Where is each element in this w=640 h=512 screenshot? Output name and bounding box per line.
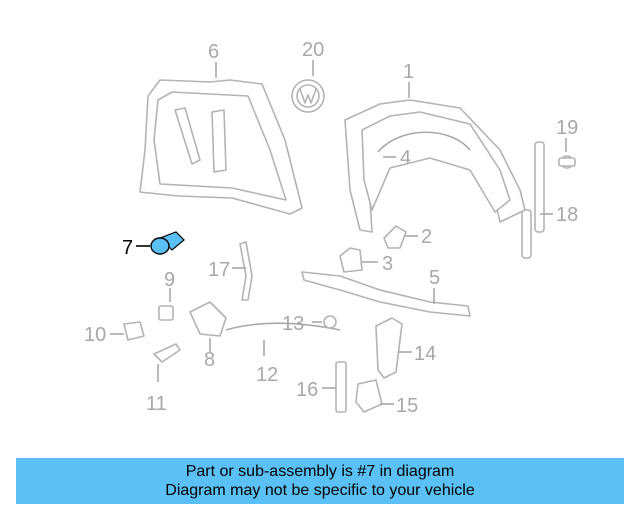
part-7-clip[interactable] <box>136 231 185 255</box>
callout-11: 11 <box>146 393 167 415</box>
callout-19: 19 <box>556 117 578 139</box>
info-banner: Part or sub-assembly is #7 in diagram Di… <box>16 458 624 504</box>
part-15-latch-assembly[interactable] <box>355 379 394 413</box>
part-20-emblem[interactable] <box>291 60 325 113</box>
callout-1: 1 <box>403 61 414 83</box>
part-17-prop-rod[interactable] <box>232 241 253 301</box>
callout-7: 7 <box>122 237 133 259</box>
part-16-trim[interactable] <box>322 361 347 413</box>
callout-5: 5 <box>429 267 440 289</box>
banner-line-1: Part or sub-assembly is #7 in diagram <box>185 463 455 480</box>
part-10-bracket[interactable] <box>110 321 145 341</box>
callout-12: 12 <box>256 364 278 386</box>
callout-8: 8 <box>204 349 215 371</box>
banner-line-2: Diagram may not be specific to your vehi… <box>165 482 475 499</box>
part-4-seal[interactable] <box>377 131 471 158</box>
callout-15: 15 <box>396 395 418 417</box>
part-2-bracket[interactable] <box>383 225 418 249</box>
callout-20: 20 <box>302 39 324 61</box>
part-14-handle[interactable] <box>375 317 412 379</box>
callout-3: 3 <box>382 253 393 275</box>
part-11-striker[interactable] <box>153 343 181 382</box>
part-8-latch[interactable] <box>189 301 227 352</box>
callout-13: 13 <box>282 313 304 335</box>
part-3-bumper[interactable] <box>339 247 378 273</box>
part-6-hood-insulator[interactable] <box>139 62 303 215</box>
callout-2: 2 <box>421 226 432 248</box>
part-18-lift-support[interactable] <box>521 141 553 259</box>
callout-6: 6 <box>208 41 219 63</box>
part-1-hood[interactable] <box>344 82 526 233</box>
part-9-stop[interactable] <box>158 288 174 321</box>
callout-16: 16 <box>296 379 318 401</box>
part-19-ball-stud[interactable] <box>558 138 576 169</box>
callout-17: 17 <box>208 259 230 281</box>
callout-14: 14 <box>414 343 436 365</box>
callout-4: 4 <box>400 147 411 169</box>
callout-18: 18 <box>556 204 578 226</box>
part-5-seal-strip[interactable] <box>301 271 471 317</box>
part-13-clip[interactable] <box>312 315 337 329</box>
callout-10: 10 <box>84 324 106 346</box>
callout-9: 9 <box>164 269 175 291</box>
